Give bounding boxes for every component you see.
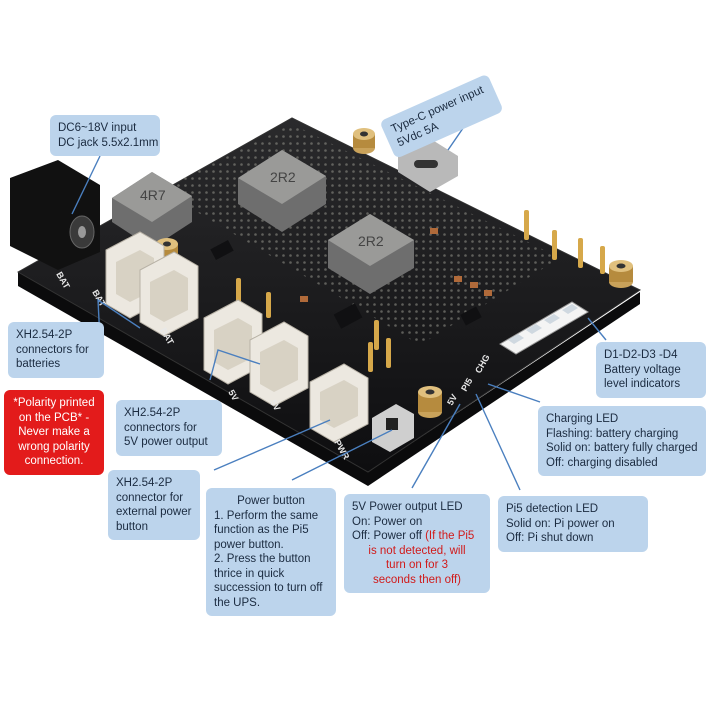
xh-batteries-line-1: XH2.54-2P — [16, 329, 73, 341]
power-button-line-5: thrice in quick — [214, 567, 285, 580]
dc-jack — [10, 160, 100, 270]
power-button-line-2: function as the Pi5 — [214, 524, 309, 536]
callout-charging-led: Charging LED Flashing: battery charging … — [538, 406, 706, 476]
battery-level-line-1: D1-D2-D3 -D4 — [604, 349, 678, 361]
xh-5v-line-3: 5V power output — [124, 436, 208, 448]
led-5v-off-red: (If the Pi5 — [425, 530, 475, 542]
ic-chips — [210, 240, 482, 329]
leader-lines — [71, 117, 607, 491]
led-5v-line-2: On: Power on — [352, 515, 423, 528]
inductor-1-label: 4R7 — [140, 187, 166, 203]
xh-button-line-2: connector for — [116, 491, 184, 504]
silk-5v-1: 5V — [226, 388, 240, 403]
standoff-1 — [353, 128, 375, 154]
jst-battery-2 — [139, 251, 199, 337]
inductor-2: 2R2 — [238, 150, 326, 232]
charging-led-line-4: Off: charging disabled — [546, 456, 658, 469]
led-5v-line-1: 5V Power output LED — [352, 501, 463, 513]
jst-5v-2 — [249, 321, 309, 407]
battery-level-line-3: level indicators — [604, 378, 681, 390]
power-button-line-3: power button. — [214, 538, 284, 551]
battery-level-line-2: Battery voltage — [604, 363, 681, 376]
callout-power-button: Power button 1. Perform the same functio… — [206, 488, 336, 616]
dc-input-line-1: DC6~18V input — [58, 122, 137, 134]
callout-polarity-warning: *Polarity printed on the PCB* - Never ma… — [4, 390, 104, 475]
xh-batteries-line-3: batteries — [16, 358, 61, 370]
callout-dc-input: DC6~18V input DC jack 5.5x2.1mm — [50, 115, 160, 156]
pcb-edge — [18, 272, 640, 486]
inductor-2-label: 2R2 — [270, 169, 296, 185]
inductor-3: 2R2 — [328, 214, 414, 294]
power-button-line-1: 1. Perform the same — [214, 509, 319, 522]
xh-button-line-3: external power — [116, 506, 192, 518]
xh-5v-line-1: XH2.54-2P — [124, 407, 181, 419]
inductor-3-label: 2R2 — [358, 233, 384, 249]
xh-5v-line-2: connectors for — [124, 421, 197, 434]
callout-xh-5v: XH2.54-2P connectors for 5V power output — [116, 400, 222, 456]
polarity-line-3: Never make a — [18, 426, 90, 438]
led-5v-off-prefix: Off: Power off — [352, 530, 426, 542]
polarity-line-1: *Polarity printed — [13, 397, 95, 409]
power-button-title: Power button — [237, 495, 305, 507]
charging-led-line-1: Charging LED — [546, 413, 619, 425]
xh-button-line-4: button — [116, 520, 148, 533]
led-5v-red-line-2: turn on for 3 — [385, 559, 448, 571]
silk-5v-2: 5V — [268, 398, 282, 413]
power-button-line-6: succession to turn off — [214, 582, 323, 594]
polarity-line-5: connection. — [24, 455, 84, 467]
callout-pi5-led: Pi5 detection LED Solid on: Pi power on … — [498, 496, 648, 552]
xh-batteries-line-2: connectors for — [16, 343, 89, 356]
callout-battery-level: D1-D2-D3 -D4 Battery voltage level indic… — [596, 342, 706, 398]
led-5v-off-line: Off: Power off (If the Pi5 — [352, 529, 482, 544]
pi5-led-line-3: Off: Pi shut down — [506, 532, 594, 544]
callout-xh-batteries: XH2.54-2P connectors for batteries — [8, 322, 104, 378]
power-button-line-7: the UPS. — [214, 596, 261, 609]
tactile-button — [372, 404, 414, 452]
charging-led-line-3: Solid on: battery fully charged — [546, 442, 698, 454]
standoff-3 — [609, 260, 633, 288]
pi5-led-line-2: Solid on: Pi power on — [506, 517, 615, 530]
xh-button-line-1: XH2.54-2P — [116, 477, 173, 489]
pogo-pins — [236, 210, 605, 372]
callout-xh-button: XH2.54-2P connector for external power b… — [108, 470, 200, 540]
led-5v-red-line-1: is not detected, will — [368, 544, 466, 557]
led-5v-red-line-3: seconds then off) — [372, 573, 461, 586]
standoff-4 — [418, 386, 442, 418]
pi5-led-line-1: Pi5 detection LED — [506, 503, 599, 515]
inductor-1: 4R7 — [112, 172, 192, 248]
silk-5v-led: 5V — [445, 392, 459, 407]
charging-led-line-2: Flashing: battery charging — [546, 427, 679, 440]
dc-input-line-2: DC jack 5.5x2.1mm — [58, 136, 159, 149]
smd-parts — [300, 228, 492, 302]
callout-5v-led: 5V Power output LED On: Power on Off: Po… — [344, 494, 490, 593]
polarity-line-4: wrong polarity — [18, 440, 90, 453]
jst-5v-1 — [203, 299, 263, 385]
polarity-line-2: on the PCB* - — [18, 411, 90, 424]
power-button-line-4: 2. Press the button — [214, 553, 311, 565]
battery-led-bar — [499, 301, 589, 355]
